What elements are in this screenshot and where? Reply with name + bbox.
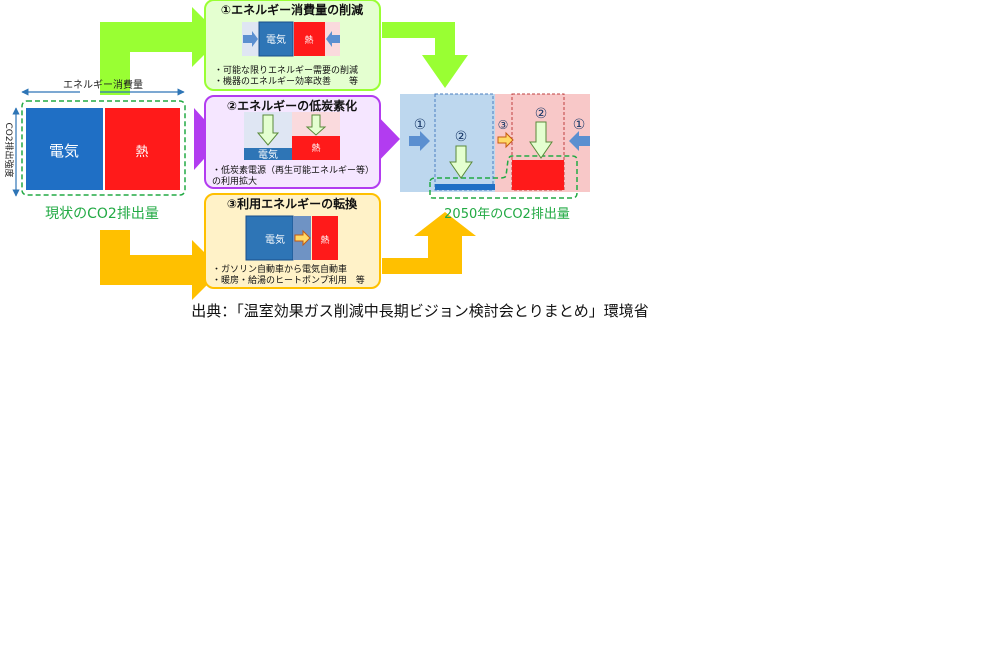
green-flow-arrow-down: [382, 22, 468, 88]
future-marker-1-right: ①: [573, 117, 586, 133]
future-emission-caption: 2050年のCO2排出量: [444, 207, 570, 222]
measure-2-title: ②エネルギーの低炭素化: [227, 98, 357, 113]
yellow-flow-arrow: [100, 230, 222, 300]
measure-2-box: ②エネルギーの低炭素化 電気 熱 ・低炭素電源（再生可能エネルギー等） の利用拡…: [204, 95, 381, 189]
measure-2-heat-block: [292, 136, 340, 160]
measure-2-electric-block: [244, 148, 292, 160]
current-electric-label: 電気: [49, 142, 79, 160]
measure-1-right-arrow-icon: [326, 31, 340, 47]
future-marker-3: ③: [498, 118, 509, 132]
green-flow-arrow: [100, 7, 222, 95]
future-marker-2-right: ②: [535, 106, 548, 122]
future-down-arrow-heat-icon: [529, 121, 553, 159]
measure-1-box: ①エネルギー消費量の削減 電気 熱 ・可能な限りエネルギー需要の削減 ・機器のエ…: [204, 0, 381, 91]
future-marker-2-left: ②: [455, 129, 468, 145]
measure-3-line-2: ・暖房・給湯のヒートポンプ利用 等: [212, 274, 365, 286]
measure-1-heat-label: 熱: [304, 34, 313, 46]
measure-2-down-arrow-icon: [256, 114, 280, 146]
measure-3-title: ③利用エネルギーの転換: [227, 196, 358, 211]
yellow-flow-arrow-up: [382, 212, 476, 274]
current-heat-label: 熱: [135, 145, 148, 160]
measure-1-line-1: ・可能な限りエネルギー需要の削減: [214, 64, 358, 76]
future-shift-arrow-icon: [497, 131, 514, 149]
current-emission-caption: 現状のCO2排出量: [45, 206, 159, 222]
measure-3-line-1: ・ガソリン自動車から電気自動車: [212, 263, 347, 275]
future-left-arrow-icon: [409, 131, 430, 151]
current-electric-block: [26, 108, 103, 190]
measure-3-electric-label: 電気: [265, 233, 285, 246]
measure-1-electric-block: [258, 21, 294, 57]
measure-1-title: ①エネルギー消費量の削減: [221, 2, 363, 17]
measure-1-heat-block: [294, 22, 325, 56]
future-state: ① ② ③ ② ① 2050年のCO2排出量: [400, 93, 590, 222]
measure-2-line-1: ・低炭素電源（再生可能エネルギー等）: [212, 164, 374, 176]
current-state: エネルギー消費量 CO2排出強度 電気 熱 現状のCO2排出量: [3, 78, 186, 222]
current-dashed-frame: [21, 100, 186, 196]
current-heat-block: [105, 108, 180, 190]
measure-2-heat-label: 熱: [311, 142, 320, 154]
measure-2-line-2: の利用拡大: [212, 175, 257, 187]
measure-3-box: ③利用エネルギーの転換 電気 熱 ・ガソリン自動車から電気自動車 ・暖房・給湯の…: [204, 193, 381, 289]
future-down-arrow-electric-icon: [449, 145, 473, 179]
measure-2-electric-label: 電気: [258, 148, 278, 161]
future-marker-1-left: ①: [414, 117, 427, 133]
source-citation: 出典：「温室効果ガス削減中長期ビジョン検討会とりまとめ」環境省: [191, 302, 649, 320]
measure-3-heat-block: [312, 216, 338, 260]
measure-3-heat-label: 熱: [320, 234, 329, 246]
future-right-arrow-icon: [569, 131, 590, 151]
future-dashed-outline: [429, 155, 578, 199]
future-heat-block: [512, 160, 564, 190]
co2-intensity-axis-label: CO2排出強度: [3, 122, 15, 177]
measure-1-left-arrow-icon: [243, 31, 258, 47]
energy-consumption-axis-label: エネルギー消費量: [63, 78, 143, 91]
future-electric-block: [435, 184, 495, 190]
measure-2-down-arrow-heat-icon: [305, 114, 327, 136]
measure-3-shift-arrow-icon: [294, 229, 311, 247]
measure-1-line-2: ・機器のエネルギー効率改善 等: [214, 75, 358, 87]
measure-1-electric-label: 電気: [266, 33, 286, 46]
